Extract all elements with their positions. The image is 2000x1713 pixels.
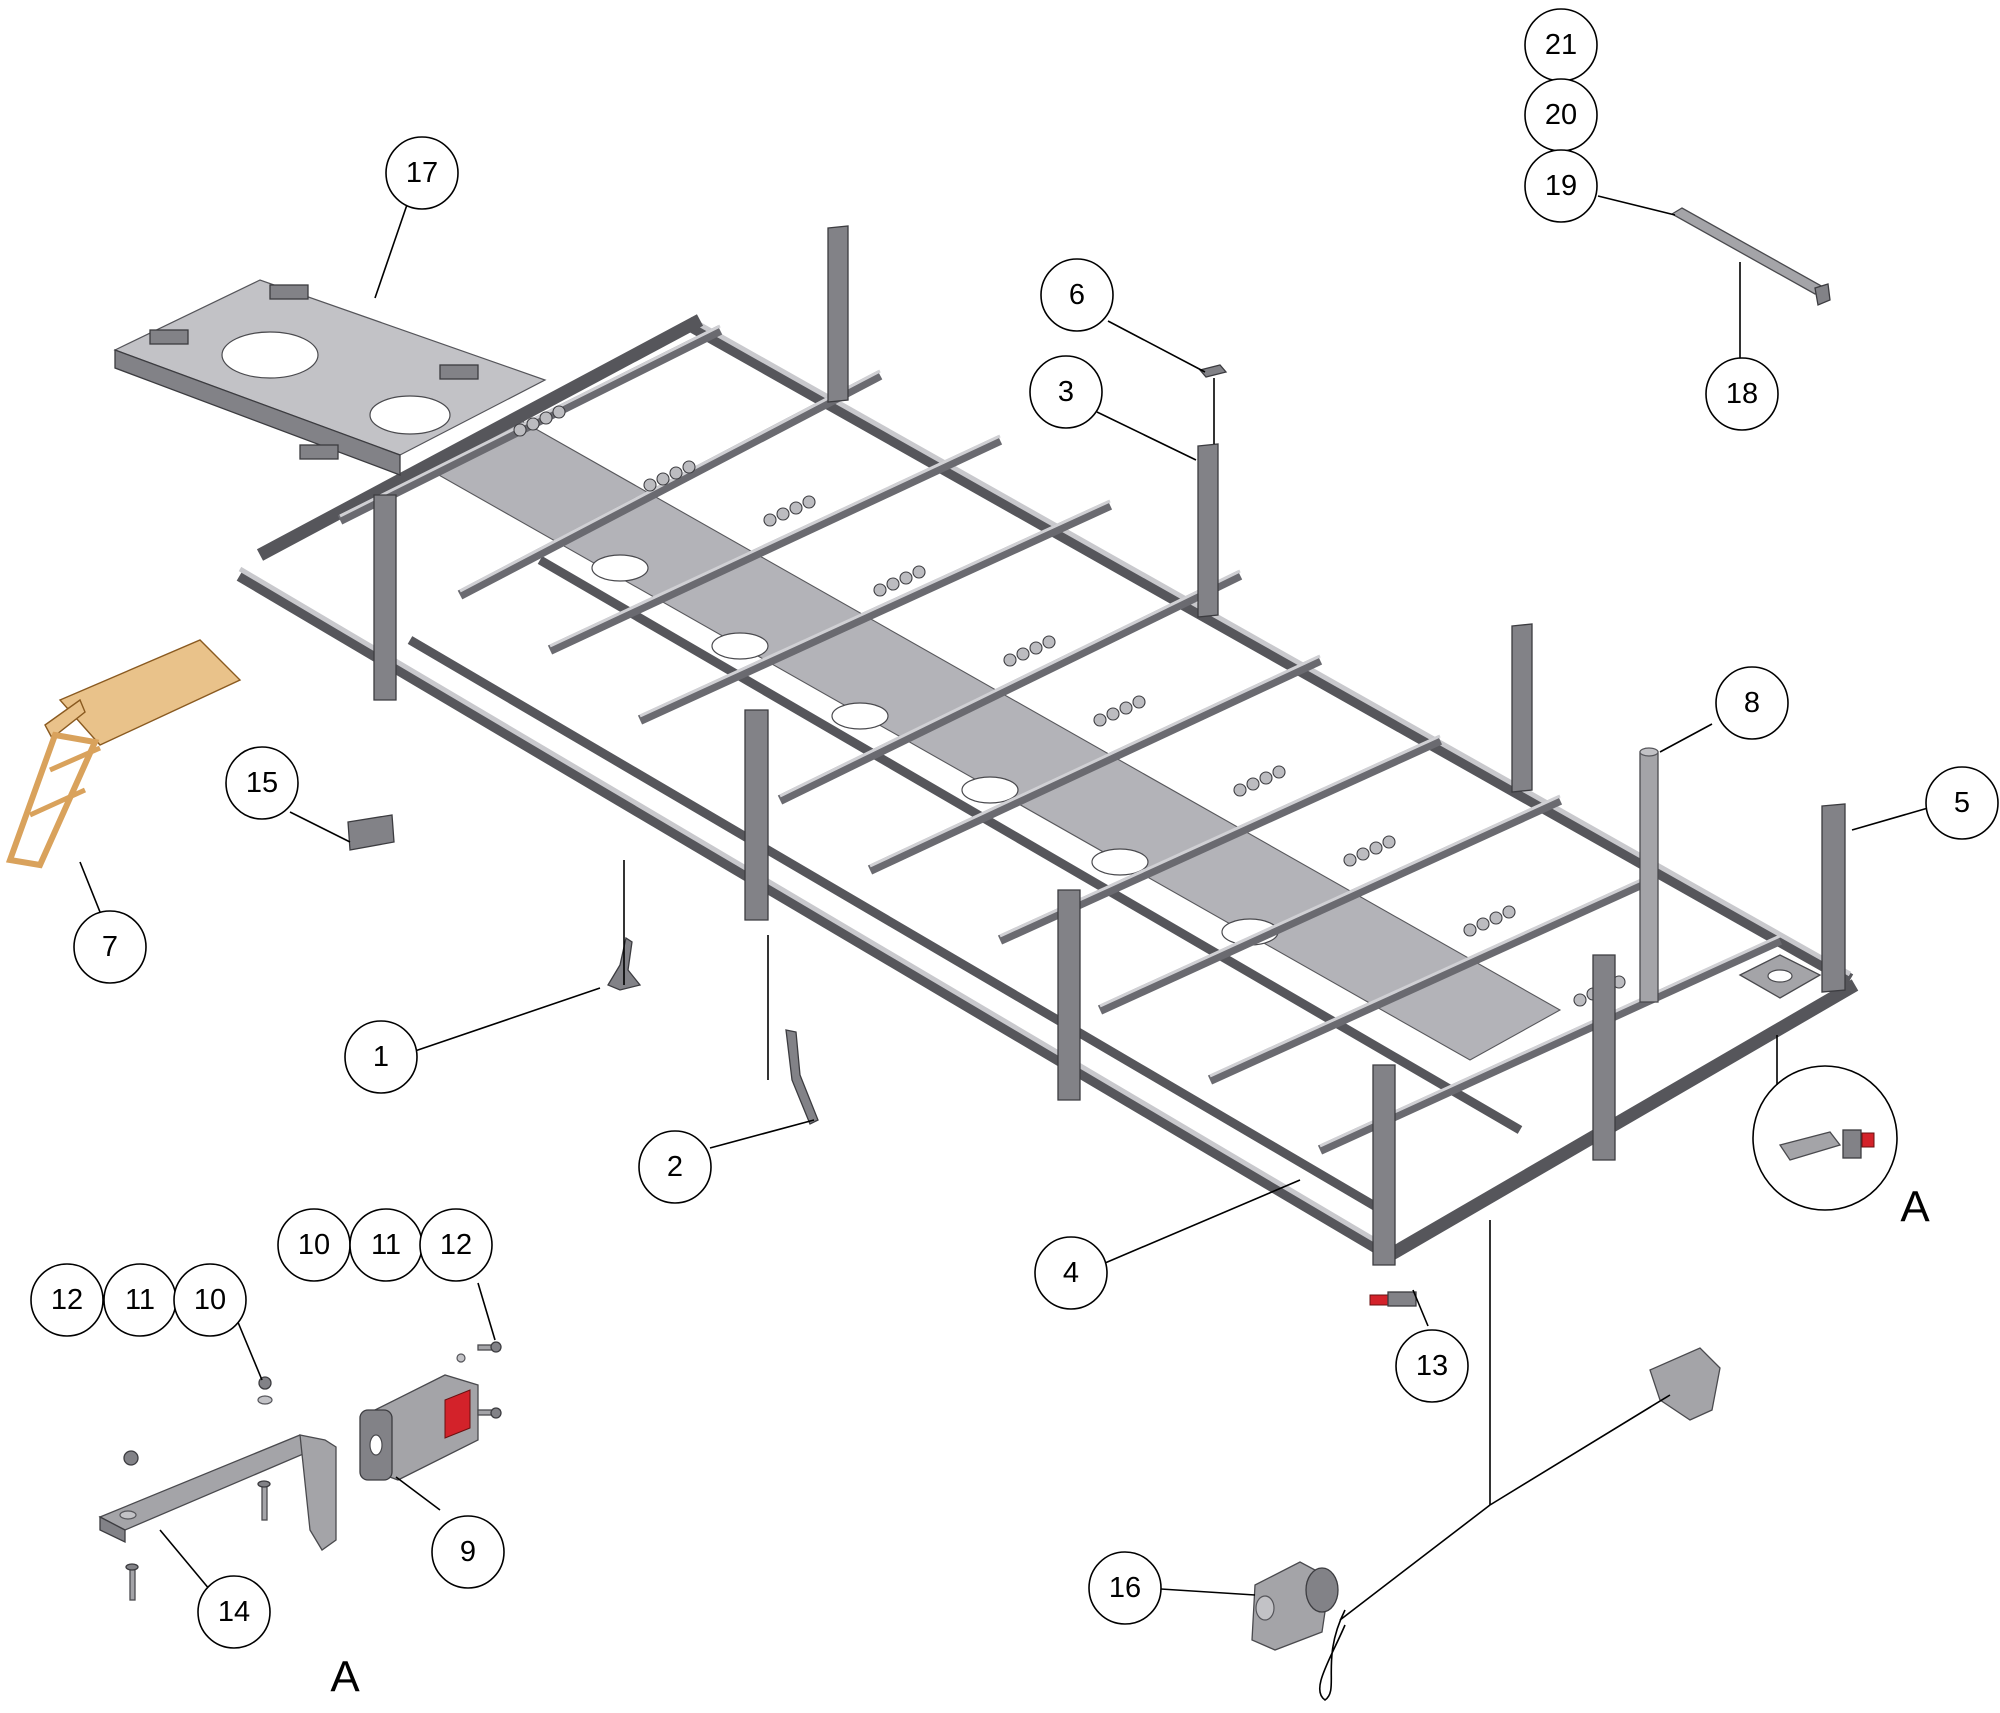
svg-text:8: 8 xyxy=(1744,687,1760,719)
balloon-2: 2 xyxy=(638,1130,712,1204)
svg-text:21: 21 xyxy=(1545,29,1577,61)
svg-text:6: 6 xyxy=(1069,279,1085,311)
cross-members xyxy=(337,324,1783,1155)
part-14-bracket xyxy=(98,1376,337,1601)
balloon-11-left: 11 xyxy=(103,1263,177,1337)
stake-uprights xyxy=(373,225,1846,1266)
svg-text:9: 9 xyxy=(460,1536,476,1568)
balloon-1: 1 xyxy=(344,1020,418,1094)
svg-text:13: 13 xyxy=(1416,1350,1448,1382)
detail-a-magnifier xyxy=(1752,1065,1898,1211)
balloon-18: 18 xyxy=(1705,357,1779,431)
part-16-winch xyxy=(1251,1561,1346,1701)
balloon-13: 13 xyxy=(1395,1329,1469,1403)
balloon-10-left: 10 xyxy=(173,1263,247,1337)
balloon-14: 14 xyxy=(197,1575,271,1649)
floor-pans xyxy=(428,419,1562,1061)
detail-a-label-view: A xyxy=(330,1653,360,1702)
detail-a-right-balloons: 10 11 12 xyxy=(277,1208,493,1282)
front-deck-plate xyxy=(113,279,547,476)
svg-text:14: 14 xyxy=(218,1596,250,1628)
balloon-5: 5 xyxy=(1925,766,1999,840)
part-3-stake xyxy=(1197,443,1219,618)
balloon-11-right: 11 xyxy=(349,1208,423,1282)
balloon-7: 7 xyxy=(73,910,147,984)
svg-text:18: 18 xyxy=(1726,378,1758,410)
balloon-9: 9 xyxy=(431,1515,505,1589)
svg-text:10: 10 xyxy=(298,1229,330,1261)
part-18-crossbar xyxy=(1670,207,1831,306)
balloon-12-left: 12 xyxy=(30,1263,104,1337)
part-15-plate xyxy=(347,814,395,851)
detail-a-left-balloons: 12 11 10 xyxy=(30,1263,247,1337)
svg-text:12: 12 xyxy=(51,1284,83,1316)
balloon-19: 19 xyxy=(1524,149,1598,223)
balloon-20: 20 xyxy=(1524,78,1598,152)
part-9-light-housing xyxy=(359,1341,502,1481)
svg-text:16: 16 xyxy=(1109,1572,1141,1604)
svg-text:3: 3 xyxy=(1058,376,1074,408)
svg-text:7: 7 xyxy=(102,931,118,963)
balloon-6: 6 xyxy=(1040,258,1114,332)
leader-lines xyxy=(79,195,1929,1621)
svg-text:4: 4 xyxy=(1063,1257,1079,1289)
balloon-4: 4 xyxy=(1034,1236,1108,1310)
balloon-12-right: 12 xyxy=(419,1208,493,1282)
part-6-stake-cap xyxy=(1198,364,1228,378)
balloon-15: 15 xyxy=(225,746,299,820)
svg-text:5: 5 xyxy=(1954,787,1970,819)
svg-text:15: 15 xyxy=(246,767,278,799)
part-8-tube-post xyxy=(1639,747,1659,1003)
part-7-step-ladder xyxy=(5,639,242,869)
balloon-21: 21 xyxy=(1524,8,1598,82)
part-2-bracket xyxy=(785,1029,819,1125)
svg-text:11: 11 xyxy=(125,1284,155,1316)
svg-text:20: 20 xyxy=(1545,99,1577,131)
svg-text:10: 10 xyxy=(194,1284,226,1316)
svg-text:12: 12 xyxy=(440,1229,472,1261)
svg-text:1: 1 xyxy=(373,1041,389,1073)
tie-down-clusters xyxy=(513,405,1626,1007)
part-16-bracket xyxy=(1649,1347,1721,1421)
balloon-10-right: 10 xyxy=(277,1208,351,1282)
svg-text:2: 2 xyxy=(667,1151,683,1183)
balloon-3: 3 xyxy=(1029,355,1103,429)
svg-text:17: 17 xyxy=(406,157,438,189)
detail-a-label-main: A xyxy=(1900,1183,1930,1232)
svg-text:19: 19 xyxy=(1545,170,1577,202)
detail-a-assembly xyxy=(98,1341,502,1601)
balloon-8: 8 xyxy=(1715,666,1789,740)
balloon-17: 17 xyxy=(385,136,459,210)
part-13-light xyxy=(1369,1291,1417,1307)
svg-text:11: 11 xyxy=(371,1229,401,1261)
balloon-16: 16 xyxy=(1088,1551,1162,1625)
